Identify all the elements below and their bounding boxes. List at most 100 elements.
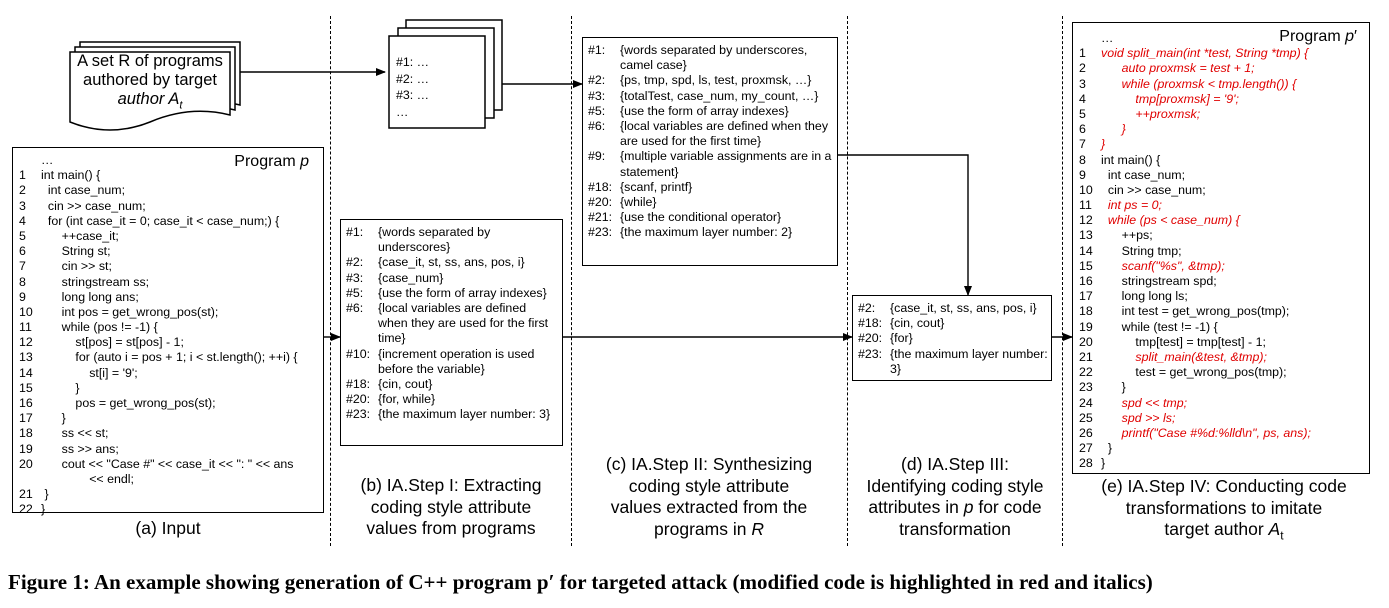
code-line: 15 scanf("%s", &tmp);: [1079, 259, 1311, 274]
step2-attributes-box: #1:{words separated by underscores, came…: [582, 37, 838, 266]
attribute-row: #3:{case_num}: [346, 271, 558, 286]
code-line: 22}: [19, 502, 298, 517]
attribute-id: #23:: [346, 407, 371, 422]
line-number: 19: [1079, 319, 1093, 334]
code-line: 19 while (test != -1) {: [1079, 320, 1311, 335]
code-line: 5 ++proxmsk;: [1079, 107, 1311, 122]
code-line: 16 pos = get_wrong_pos(st);: [19, 396, 298, 411]
program-p-prime-title: Program p′: [1279, 28, 1357, 45]
attribute-value: {case_it, st, ss, ans, pos, i}: [890, 301, 1037, 315]
line-number: 7: [1079, 137, 1086, 152]
line-number: 3: [19, 198, 26, 213]
code-text: }: [1101, 441, 1113, 456]
code-line: 8 stringstream ss;: [19, 275, 298, 290]
code-text: …: [1101, 31, 1114, 45]
attribute-row: #23:{the maximum layer number: 3}: [858, 347, 1050, 377]
code-line: 12 while (ps < case_num) {: [1079, 213, 1311, 228]
line-number: 20: [19, 456, 33, 471]
attribute-row: #6:{local variables are defined when the…: [588, 119, 834, 149]
line-number: 22: [19, 502, 33, 517]
line-number: 22: [1079, 365, 1093, 380]
attribute-id: #5:: [588, 103, 606, 118]
code-line: 11 int ps = 0;: [1079, 198, 1311, 213]
code-text: ss >> ans;: [41, 441, 119, 456]
attribute-value: {for}: [890, 331, 913, 346]
code-text: << endl;: [41, 471, 134, 486]
line-number: 18: [1079, 304, 1093, 319]
attribute-row: #1:{words separated by underscores}: [346, 225, 558, 255]
line-number: 4: [1079, 91, 1086, 106]
line-number: 2: [1079, 61, 1086, 76]
code-text: while (test != -1) {: [1101, 319, 1218, 334]
attribute-row: #23:{the maximum layer number: 2}: [588, 225, 834, 240]
code-line: 2 int case_num;: [19, 183, 298, 198]
line-number: 27: [1079, 441, 1093, 456]
attribute-id: #20:: [346, 392, 371, 407]
code-text: int case_num;: [1101, 167, 1186, 182]
attribute-id: #2:: [588, 73, 606, 88]
attribute-row: #18:{cin, cout}: [858, 316, 1050, 331]
line-number: 13: [1079, 228, 1093, 243]
attribute-row: #21:{use the conditional operator}: [588, 210, 834, 225]
attribute-row: #18:{cin, cout}: [346, 377, 558, 392]
line-number: 8: [1079, 152, 1086, 167]
code-text: tmp[proxmsk] = '9';: [1101, 91, 1239, 106]
code-line: 10 int pos = get_wrong_pos(st);: [19, 305, 298, 320]
code-line: 5 ++case_it;: [19, 229, 298, 244]
code-line: 4 tmp[proxmsk] = '9';: [1079, 92, 1311, 107]
step3-attribute-list: #2: {case_it, st, ss, ans, pos, i}#18:{ci…: [858, 301, 1050, 377]
code-text: }: [1101, 122, 1126, 137]
attribute-id: #23:: [858, 346, 883, 361]
line-number: 15: [1079, 258, 1093, 273]
code-text: st[i] = '9';: [41, 365, 138, 380]
code-text: }: [41, 411, 66, 426]
line-number: 23: [1079, 380, 1093, 395]
code-line: 3 while (proxmsk < tmp.length()) {: [1079, 77, 1311, 92]
line-number: 21: [19, 487, 33, 502]
code-line: 21 split_main(&test, &tmp);: [1079, 350, 1311, 365]
code-line: 18 ss << st;: [19, 426, 298, 441]
line-number: 18: [19, 426, 33, 441]
attribute-id: #20:: [588, 195, 613, 210]
code-text: int test = get_wrong_pos(tmp);: [1101, 304, 1290, 319]
code-line: << endl;: [19, 472, 298, 487]
code-text: int case_num;: [41, 183, 126, 198]
code-text: stringstream ss;: [41, 274, 150, 289]
attribute-row: #6:{local variables are defined when the…: [346, 301, 558, 347]
line-number: 11: [1079, 198, 1092, 213]
line-number: 9: [19, 289, 26, 304]
attribute-id: #21:: [588, 210, 613, 225]
code-text: st[pos] = st[pos] - 1;: [41, 335, 184, 350]
code-line: 26 printf("Case #%d:%lld\n", ps, ans);: [1079, 426, 1311, 441]
attribute-id: #18:: [588, 179, 613, 194]
attribute-value: {increment operation is used before the …: [378, 346, 535, 376]
line-number: 13: [19, 350, 33, 365]
attribute-id: #20:: [858, 331, 883, 346]
code-text: long long ls;: [1101, 289, 1188, 304]
line-number: 5: [19, 228, 26, 243]
attribute-row: #1:{words separated by underscores, came…: [588, 43, 834, 73]
line-number: 14: [1079, 243, 1093, 258]
attribute-value: {case_num}: [378, 270, 444, 285]
code-text: }: [1101, 456, 1106, 471]
line-number: 17: [1079, 289, 1093, 304]
line-number: 7: [19, 259, 26, 274]
attribute-value: {local variables are defined when they a…: [620, 119, 829, 149]
attribute-id: #2:: [858, 301, 876, 315]
attribute-value: {words separated by underscores, camel c…: [620, 43, 808, 73]
attribute-value: {while}: [620, 195, 657, 210]
attribute-id: #23:: [588, 225, 613, 240]
code-text: int ps = 0;: [1101, 198, 1162, 213]
code-text: while (proxmsk < tmp.length()) {: [1101, 76, 1297, 91]
caption-a: (a) Input: [135, 518, 201, 538]
code-text: }: [1101, 137, 1106, 152]
code-line: 9 long long ans;: [19, 290, 298, 305]
attribute-row: #2: {case_it, st, ss, ans, pos, i}: [858, 301, 1050, 316]
code-text: stringstream spd;: [1101, 274, 1217, 288]
line-number: 9: [1079, 167, 1086, 182]
